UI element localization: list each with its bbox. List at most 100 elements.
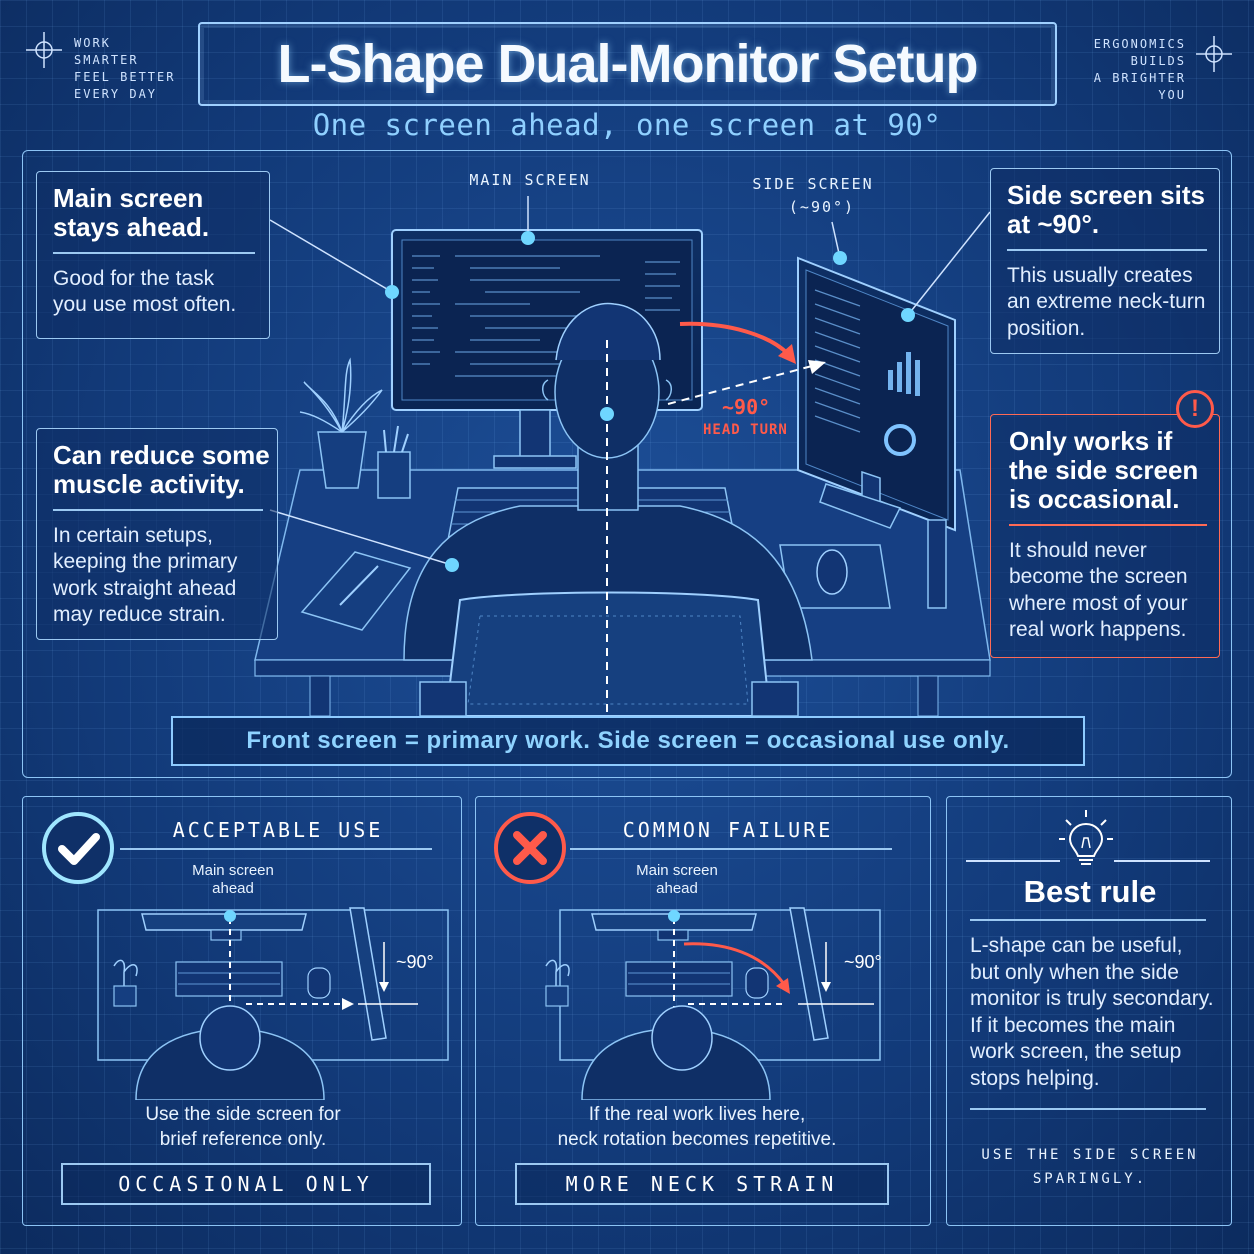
note-title: Only works if the side screen is occasio… <box>1009 427 1219 514</box>
caption-line: neck rotation becomes repetitive. <box>557 1129 837 1150</box>
side-screen-angle: (~90°) <box>788 198 856 216</box>
best-body-line: stops helping. <box>970 1066 1100 1090</box>
title-box: L-Shape Dual-Monitor Setup <box>198 22 1057 106</box>
note-body-line: you use most often. <box>53 293 237 316</box>
best-rule-body: L-shape can be useful, but only when the… <box>970 933 1222 1092</box>
workstation-illustration <box>254 196 991 717</box>
side-screen-label: SIDE SCREEN <box>752 175 874 193</box>
best-body-line: L-shape can be useful, <box>970 934 1183 957</box>
corner-right-line: A BRIGHTER <box>1093 71 1186 85</box>
scene-frame <box>22 150 1232 778</box>
occasional-only-badge: OCCASIONAL ONLY <box>61 1163 431 1205</box>
summary-banner: Front screen = primary work. Side screen… <box>171 716 1085 766</box>
corner-right-line: YOU <box>1158 88 1186 102</box>
note-body-line: become the screen <box>1009 565 1188 588</box>
note-title-line: is occasional. <box>1009 484 1180 514</box>
bulb-rule-left <box>966 860 1060 862</box>
note-divider <box>1009 524 1207 526</box>
angle-label: ~90° <box>844 952 882 972</box>
topdown-diagram-failure <box>545 907 881 1100</box>
best-body-line: monitor is truly secondary. <box>970 987 1214 1010</box>
note-body: This usually creates an extreme neck-tur… <box>1007 263 1219 343</box>
gaze-line <box>667 365 813 405</box>
tiny-line: ahead <box>656 880 698 897</box>
best-body-line: If it becomes the main <box>970 1013 1176 1037</box>
corner-left-line: EVERY DAY <box>74 87 158 101</box>
note-body-line: position. <box>1007 316 1086 340</box>
note-title-line: stays ahead. <box>53 212 210 242</box>
note-body-line: It should never <box>1009 538 1147 562</box>
note-body-line: real work happens. <box>1009 618 1187 641</box>
note-title-line: Side screen sits <box>1007 180 1205 210</box>
chair <box>419 591 799 717</box>
turn-label: HEAD TURN <box>703 422 788 438</box>
note-divider <box>53 252 255 254</box>
note-title: Can reduce some muscle activity. <box>53 441 277 499</box>
caption-line: Use the side screen for <box>145 1104 341 1125</box>
tiny-line: Main screen <box>192 862 274 879</box>
warning-icon-glyph: ! <box>1191 395 1199 422</box>
plant <box>299 357 383 489</box>
panel-heading: COMMON FAILURE <box>622 818 834 842</box>
panel-common-failure <box>475 796 931 1226</box>
footer-line: SPARINGLY. <box>1032 1171 1148 1187</box>
note-body-line: Good for the task <box>53 266 215 290</box>
best-body-line: work screen, the setup <box>970 1040 1182 1063</box>
note-title: Main screen stays ahead. <box>53 184 269 242</box>
best-body-line: but only when the side <box>970 960 1179 984</box>
main-screen-ahead-label: Main screen ahead <box>160 862 306 898</box>
footer-line: USE THE SIDE SCREEN <box>981 1147 1199 1163</box>
note-body-line: work straight ahead <box>53 576 237 600</box>
gaze-arrowhead <box>808 360 826 374</box>
note-main-screen: Main screen stays ahead. Good for the ta… <box>36 171 270 339</box>
note-title-line: muscle activity. <box>53 469 245 499</box>
note-body-line: This usually creates <box>1007 263 1193 287</box>
panel-divider <box>970 919 1206 921</box>
note-body-line: may reduce strain. <box>53 603 226 626</box>
note-divider <box>53 509 263 511</box>
corner-right-line: ERGONOMICS <box>1093 37 1186 51</box>
best-rule-title: Best rule <box>1023 874 1157 909</box>
head-turn-arrowhead <box>778 344 796 364</box>
note-body-line: where most of your <box>1009 591 1188 615</box>
note-title-line: Main screen <box>53 183 204 213</box>
crosshair-icon-left <box>26 32 62 68</box>
head-turn-arrow <box>679 321 790 356</box>
note-title-line: at ~90°. <box>1007 209 1100 239</box>
panel-divider <box>970 1108 1206 1110</box>
check-icon <box>42 812 114 884</box>
main-screen-label: MAIN SCREEN <box>469 171 591 189</box>
note-divider <box>1007 249 1207 251</box>
note-body-line: In certain setups, <box>53 523 213 547</box>
panel-acceptable-use <box>22 796 462 1226</box>
note-body: It should never become the screen where … <box>1009 538 1219 644</box>
note-title-line: the side screen <box>1009 455 1199 485</box>
note-title: Side screen sits at ~90°. <box>1007 181 1219 239</box>
corner-right-line: BUILDS <box>1130 54 1186 68</box>
caption-line: brief reference only. <box>159 1129 327 1150</box>
page-title: L-Shape Dual-Monitor Setup <box>277 34 979 94</box>
warning-icon: ! <box>1176 390 1214 428</box>
note-body: Good for the task you use most often. <box>53 266 269 319</box>
note-title-line: Can reduce some <box>53 440 270 470</box>
crosshair-icon-right <box>1196 36 1232 72</box>
side-monitor <box>797 256 956 609</box>
caption-line: If the real work lives here, <box>588 1104 806 1125</box>
note-side-screen: Side screen sits at ~90°. This usually c… <box>990 168 1220 354</box>
lightbulb-icon <box>1059 810 1113 865</box>
topdown-diagram-acceptable <box>97 907 449 1100</box>
corner-left-line: SMARTER <box>74 53 139 67</box>
corner-left-line: WORK <box>74 36 111 50</box>
panel-caption: Use the side screen for brief reference … <box>60 1102 426 1152</box>
tiny-line: Main screen <box>636 862 718 879</box>
x-mark-icon <box>494 812 566 884</box>
angle-label: ~90° <box>396 952 434 972</box>
notebook <box>300 551 412 631</box>
panel-divider <box>570 848 892 850</box>
note-warning: Only works if the side screen is occasio… <box>990 414 1220 658</box>
panel-heading: ACCEPTABLE USE <box>172 818 384 842</box>
panel-divider <box>120 848 432 850</box>
best-rule-footer: USE THE SIDE SCREEN SPARINGLY. <box>960 1143 1220 1191</box>
main-screen-ahead-label: Main screen ahead <box>604 862 750 898</box>
bulb-rule-right <box>1114 860 1210 862</box>
